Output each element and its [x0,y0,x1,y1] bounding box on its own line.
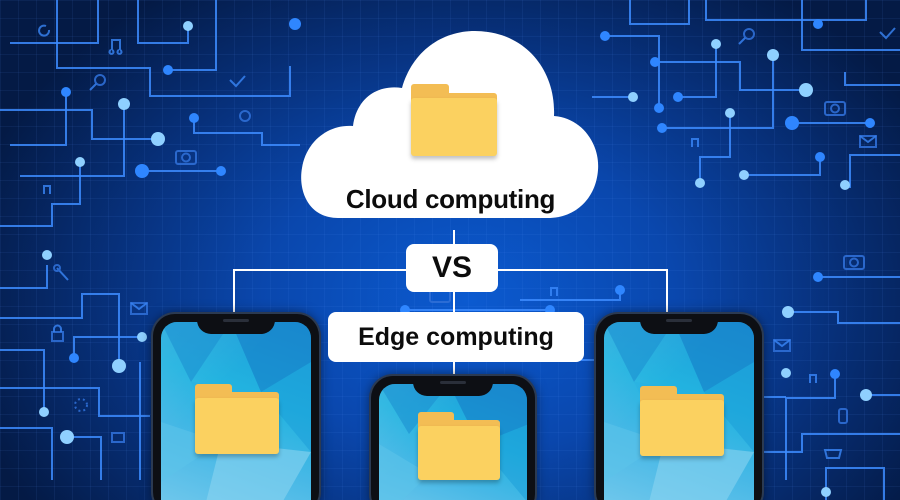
folder-icon [195,384,279,454]
music-note-icon [691,138,699,147]
refresh-icon [38,24,51,37]
shopping-basket-icon [823,449,843,459]
mail-icon [859,135,877,148]
connector-left-drop [233,269,235,316]
cloud-computing-label: Cloud computing [345,184,556,214]
folder-icon [418,412,500,480]
music-note-icon [108,39,123,55]
circuit-nodes [61,18,875,379]
camera-icon [175,150,197,165]
mobile-phone-icon [838,408,848,424]
vs-badge: VS [406,244,498,292]
lock-icon [51,324,64,342]
wrench-icon [53,264,69,281]
loading-icon [74,398,88,412]
phone-screen [604,322,754,500]
smartphone-center [371,376,535,500]
check-icon [229,75,246,88]
connector-edge-to-center [453,360,455,378]
folder-icon [411,84,497,156]
mail-icon [130,302,148,315]
cloud-shape: Cloud computing [298,18,603,238]
connector-vs-to-edge [453,290,455,314]
check-icon [879,27,896,40]
smartphone-right [596,314,762,500]
folder-icon [111,432,125,443]
connector-right-drop [666,269,668,316]
folder-icon [640,386,724,456]
search-icon [89,74,106,91]
music-note-icon [43,185,51,194]
music-note-icon [809,374,817,383]
smartphone-left [153,314,319,500]
connector-cloud-to-vs [453,230,455,246]
mail-icon [773,339,791,352]
glowing-nodes [39,21,872,497]
music-note-icon [550,287,558,296]
camera-icon [843,255,865,270]
chat-bubble-icon [239,110,251,122]
camera-icon [824,101,846,116]
search-icon [738,28,755,45]
edge-computing-label: Edge computing [328,312,584,362]
